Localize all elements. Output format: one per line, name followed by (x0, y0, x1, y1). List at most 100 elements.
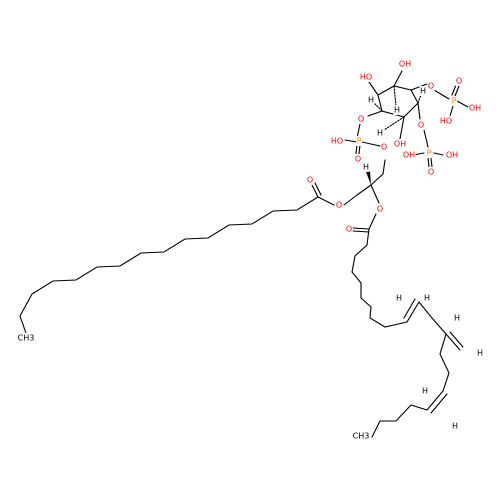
atom-label-phos-top-oh-right: OH (469, 104, 481, 113)
phos-top-oh2-bond (449, 105, 454, 117)
atom-label-phos-left-o-dbl: O (355, 155, 361, 164)
atom-label-ring-o-left: O (358, 115, 364, 124)
atom-label-backing (453, 313, 461, 323)
atom-label-ring-h-mid: H (394, 106, 400, 115)
alkene2-bond-2 (449, 331, 464, 348)
atom-label-ring-h-bottom: H (377, 129, 383, 138)
atom-label-alkene2-h-top: H (454, 314, 460, 323)
atom-label-ring-h-left: H (368, 96, 374, 105)
phos-top-dbl-bond-2 (451, 84, 457, 96)
atom-label-backing (402, 150, 416, 160)
phos-left-o-link-bond (361, 141, 381, 147)
atom-label-backing (395, 293, 403, 303)
phos-bot-oh2-bond (433, 152, 444, 156)
ring-hash-h1 (373, 102, 383, 112)
ester1-carbonyl-bond-2 (314, 182, 322, 196)
atom-label-backing (421, 386, 429, 396)
atom-label-backing (451, 421, 459, 431)
atom-label-backing (345, 224, 353, 234)
atom-label-backing (427, 81, 435, 91)
ring-hash-h4 (383, 116, 405, 131)
atom-label-backing (306, 175, 314, 185)
glycerol-c3-o-bond (382, 159, 386, 175)
atom-label-backing (376, 128, 384, 138)
glycerol-c2-c3-bond (370, 173, 384, 186)
atom-label-phos-bot-oh-right: OH (446, 151, 458, 160)
atom-label-backing (455, 76, 463, 86)
ester2-carbonyl-bond-2 (352, 230, 370, 233)
ring-hash-h2 (393, 85, 397, 107)
atom-label-chain1-terminal: CH3 (18, 334, 35, 343)
phos-top-dbl-bond (454, 85, 460, 97)
atom-label-phos-left-o-link: O (381, 143, 387, 152)
atom-label-layer: HO OH H H H H OH O O O P HO O O P OH HO … (17, 59, 484, 441)
atom-label-ring-h-right: H (420, 87, 426, 96)
atom-label-phos-top-oh-below: HO (440, 117, 452, 126)
ring-o-bond-2 (417, 102, 421, 120)
atom-label-backing (393, 139, 407, 149)
atom-label-ester2-o-carbonyl: O (346, 225, 352, 234)
atom-label-backing (419, 86, 427, 96)
atom-label-phos-left-p: P (357, 137, 362, 146)
atom-label-backing (359, 72, 373, 82)
atom-label-backing (335, 200, 343, 210)
ring-oh-bond-1 (368, 81, 379, 96)
atom-label-phos-top-p: P (452, 97, 457, 106)
atom-label-backing (427, 167, 435, 177)
chain-segment-bond (418, 301, 447, 335)
atom-label-backing (330, 136, 344, 146)
atom-label-ring-o-upper-right: O (428, 82, 434, 91)
phos-left-o-p-bond (356, 123, 361, 139)
atom-label-alkene3-h-bottom: H (452, 422, 458, 431)
atom-label-ester1-o-link: O (336, 201, 342, 210)
alkene1-bond-2 (403, 298, 416, 319)
atom-label-backing (476, 348, 484, 358)
atom-label-ring-oh-bottom: OH (394, 140, 406, 149)
phos-bot-dbl-bond-2 (430, 157, 433, 168)
alkene3-bond-2 (430, 393, 448, 414)
atom-label-ring-oh-top-right: OH (399, 60, 411, 69)
atom-label-backing (367, 95, 375, 105)
ester2-o-bond (370, 184, 380, 204)
atom-label-chain2-terminal: CH3 (353, 432, 370, 441)
phos-bot-o-p-bond (423, 129, 429, 148)
ester1-carbonyl-bond (311, 184, 319, 198)
atom-label-phos-bot-oh-left: OH (403, 151, 415, 160)
atom-label-ring-o-lower-right: O (418, 121, 424, 130)
atom-label-backing (417, 120, 425, 130)
ring-o-bond-3 (367, 110, 383, 117)
atom-label-alkene2-h-right: H (477, 349, 483, 358)
ester1-o-bond (317, 196, 335, 206)
atom-label-backing (439, 116, 453, 126)
alkene2-bond (445, 333, 461, 351)
atom-label-backing (354, 154, 362, 164)
phos-left-dbl-bond-2 (358, 144, 361, 155)
atom-label-backing (451, 96, 458, 106)
stearoyl-chain-bonds (19, 196, 319, 337)
atom-label-backing (445, 150, 459, 160)
glycerol-stereo-wedge (366, 171, 371, 185)
atom-label-backing (393, 105, 401, 115)
bond-layer (19, 70, 469, 438)
atom-label-backing (17, 333, 35, 343)
phos-top-o-p-bond (433, 89, 450, 100)
atom-label-backing (398, 59, 412, 69)
atom-label-backing (357, 114, 365, 124)
atom-label-phos-bot-p: P (427, 149, 432, 158)
atom-label-backing (352, 431, 370, 441)
atom-label-alkene3-h-left: H (422, 387, 428, 396)
unsaturated-chain-bonds (351, 228, 408, 328)
atom-label-ring-oh-top-left: HO (360, 73, 372, 82)
phos-left-oh-bond (344, 139, 358, 143)
ring-oh-bond-2 (393, 70, 403, 87)
atom-label-phos-bot-o-dbl: O (428, 168, 434, 177)
ring-oh-bond-3 (399, 116, 405, 140)
atom-label-alkene1-h-left: H (396, 294, 402, 303)
chain-tail-bonds (371, 404, 428, 438)
atom-label-phos-left-oh: HO (331, 137, 343, 146)
phos-left-dbl-bond (355, 144, 358, 155)
ring-o-bond-1 (410, 83, 428, 91)
atom-label-backing (380, 142, 388, 152)
